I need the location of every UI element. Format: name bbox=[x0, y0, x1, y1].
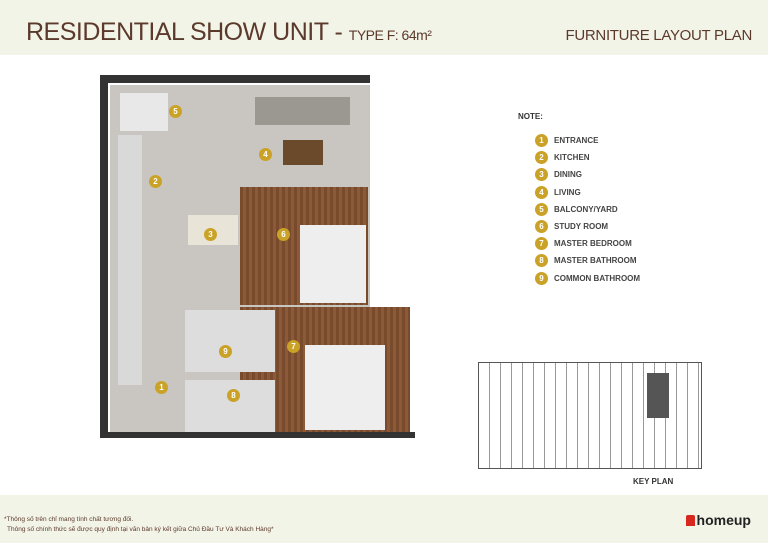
bed-master bbox=[305, 345, 385, 430]
room-badge-7: 7 bbox=[287, 340, 300, 353]
balcony bbox=[120, 93, 168, 131]
common-bathroom-floor bbox=[185, 310, 275, 372]
key-plan bbox=[478, 362, 702, 469]
notes-heading: NOTE: bbox=[518, 112, 543, 121]
wall-top bbox=[100, 75, 370, 83]
key-plan-label: KEY PLAN bbox=[633, 477, 674, 486]
disclaimer: *Thông số trên chỉ mang tính chất tương … bbox=[4, 516, 274, 533]
room-badge-1: 1 bbox=[155, 381, 168, 394]
room-badge-2: 2 bbox=[149, 175, 162, 188]
room-badge-4: 4 bbox=[259, 148, 272, 161]
wall-left bbox=[100, 75, 108, 435]
coffee-table bbox=[283, 140, 323, 165]
key-plan-highlight-unit bbox=[647, 373, 669, 418]
wall-bottom bbox=[100, 432, 415, 438]
room-badge-6: 6 bbox=[277, 228, 290, 241]
room-badge-3: 3 bbox=[204, 228, 217, 241]
floor-plan: 5 4 2 3 6 7 9 8 1 bbox=[100, 75, 415, 440]
house-icon bbox=[685, 515, 695, 526]
plan-title: FURNITURE LAYOUT PLAN bbox=[565, 27, 752, 44]
bed-study bbox=[300, 225, 366, 303]
header-band: RESIDENTIAL SHOW UNIT - TYPE F: 64m² FUR… bbox=[0, 0, 768, 55]
footer-band: *Thông số trên chỉ mang tính chất tương … bbox=[0, 495, 768, 543]
unit-type: TYPE F: 64m² bbox=[348, 27, 432, 43]
sofa bbox=[255, 97, 350, 125]
room-badge-9: 9 bbox=[219, 345, 232, 358]
kitchen-counter bbox=[118, 135, 142, 385]
room-badge-5: 5 bbox=[169, 105, 182, 118]
room-badge-8: 8 bbox=[227, 389, 240, 402]
master-bathroom-floor bbox=[185, 380, 275, 432]
homeup-logo: homeup bbox=[685, 512, 751, 528]
page-title: RESIDENTIAL SHOW UNIT - TYPE F: 64m² bbox=[26, 18, 432, 46]
